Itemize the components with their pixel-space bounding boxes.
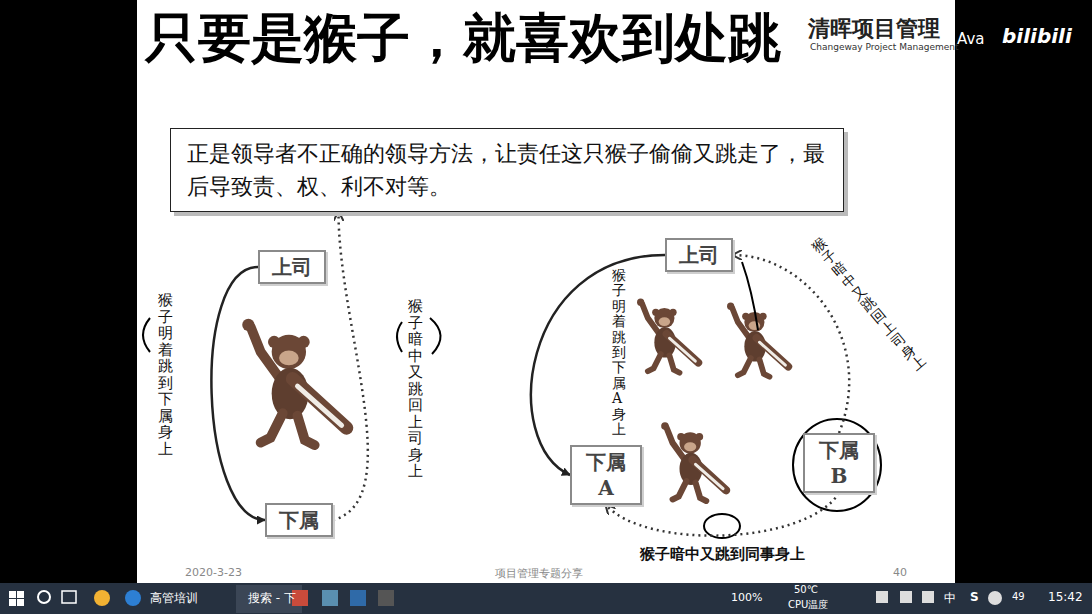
dotted-arrow — [733, 255, 849, 433]
tray-text: 中 — [944, 590, 956, 607]
role-box: 下属 A — [570, 445, 642, 505]
logo-subtext: Changeway Project Management — [810, 42, 958, 52]
dotted-arrow — [333, 212, 368, 520]
edge-label: 猴子明着跳到下属A身上 — [612, 268, 626, 437]
node-text: 正是领导者不正确的领导方法，让责任这只猴子偷偷又跳走了，最后导致责、权、利不对等… — [187, 137, 827, 203]
role-box: 下属 — [265, 503, 333, 537]
pen-scribble — [793, 419, 881, 511]
role-box: 上司 — [258, 250, 326, 284]
monkey-picture — [727, 303, 788, 377]
slide-footer: 2020-3-23 — [185, 566, 242, 579]
slide-background — [137, 0, 955, 583]
clock-text: 15:42 — [1048, 590, 1083, 604]
taskbar-text: 搜索 - 下 — [248, 590, 296, 607]
watermark: Ava — [957, 30, 984, 48]
solid-arrow — [531, 255, 665, 475]
tray-text: 49 — [1012, 591, 1025, 602]
solid-arrow — [211, 267, 265, 520]
node-text: 下属 B — [817, 437, 861, 489]
role-box: 上司 — [665, 238, 733, 272]
node-text: 上司 — [272, 254, 312, 280]
edge-label: 猴子暗中又跳回上司身上 — [408, 298, 423, 480]
pen-scribble — [143, 318, 150, 352]
taskbar-text: 高管培训 — [150, 590, 198, 607]
monkey-picture — [637, 299, 698, 373]
pen-scribble — [430, 318, 441, 354]
taskbar-icons — [9, 585, 1002, 613]
node-text: 下属 A — [584, 449, 628, 501]
page-number: 40 — [893, 566, 907, 579]
edge-label: 猴子明着跳到下属身上 — [158, 292, 173, 457]
callout-box: 正是领导者不正确的领导方法，让责任这只猴子偷偷又跳走了，最后导致责、权、利不对等… — [170, 128, 844, 212]
battery-text: 100% — [731, 591, 762, 604]
node-text: 上司 — [679, 242, 719, 268]
tray-text: CPU温度 — [788, 598, 828, 612]
slide-footer: 项目管理专题分享 — [495, 566, 583, 581]
edge-label: 猴子暗中又跳到同事身上 — [640, 545, 805, 564]
pen-scribble — [397, 322, 402, 352]
logo-text: 清晖项目管理 — [808, 14, 940, 44]
role-box: 下属 B — [803, 433, 875, 493]
tray-text: S — [970, 590, 979, 604]
monkey-picture — [242, 319, 346, 445]
tray-text: 50℃ — [794, 584, 818, 595]
node-text: 下属 — [279, 507, 319, 533]
watermark: bilibili — [1002, 24, 1072, 48]
monkey-picture — [661, 422, 726, 501]
slide-title: 只要是猴子，就喜欢到处跳 — [145, 6, 781, 70]
pen-scribble — [742, 262, 758, 330]
